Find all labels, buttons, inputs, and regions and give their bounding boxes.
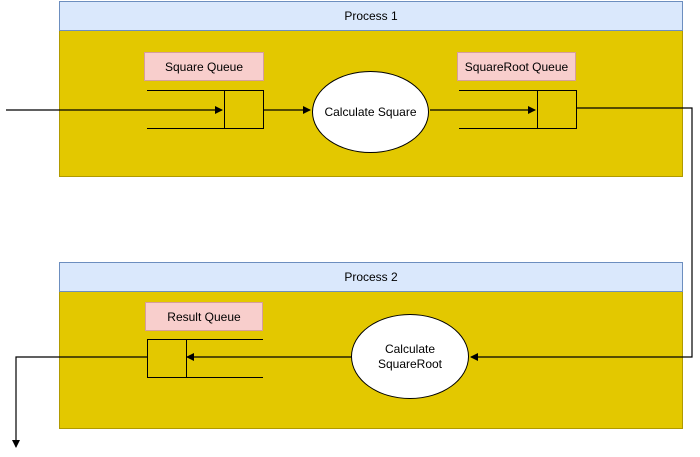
result-queue-slot [147, 339, 187, 378]
calculate-square-node: Calculate Square [312, 71, 429, 153]
square-queue-slot [224, 90, 264, 129]
process-2-title: Process 2 [59, 262, 683, 292]
squareroot-queue-top-rail [459, 90, 576, 91]
result-queue-label: Result Queue [145, 302, 263, 331]
process-1-title: Process 1 [59, 1, 683, 31]
squareroot-queue-label: SquareRoot Queue [457, 52, 576, 81]
square-queue-bottom-rail [147, 128, 263, 129]
square-queue-label: Square Queue [144, 52, 264, 81]
result-queue-bottom-rail [147, 377, 263, 378]
result-queue-top-rail [147, 339, 263, 340]
square-queue-top-rail [147, 90, 263, 91]
squareroot-queue-slot [537, 90, 577, 129]
calculate-squareroot-node: Calculate SquareRoot [351, 314, 469, 399]
